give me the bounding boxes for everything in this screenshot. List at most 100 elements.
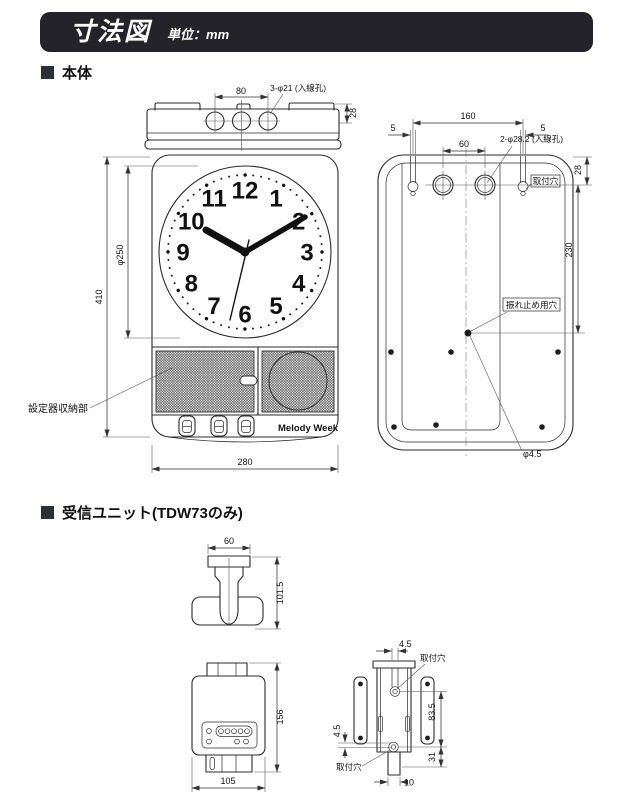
recv-terminal (206, 738, 212, 745)
section-heading-receiver: 受信ユニット(TDW73のみ) (41, 502, 243, 523)
setting-box-label-text: 設定器収納部 (28, 402, 88, 415)
brand-text: Melody Week (278, 423, 339, 434)
recv-terminal (234, 738, 240, 745)
dim-text-45-top: 4.5 (399, 639, 412, 649)
clock-number: 6 (238, 301, 251, 328)
dim-top-offset-28: 28 (573, 156, 592, 186)
unit-label: 単位：mm (167, 27, 230, 42)
dim-recv-width-105: 105 (191, 757, 266, 792)
dim-mount-pitch-160: 160 (412, 111, 524, 154)
clock-number: 7 (207, 293, 220, 320)
clock-number: 5 (269, 293, 282, 320)
dim-slot-bottom-45: 4.5 (332, 725, 391, 758)
dim-text-160: 160 (460, 111, 475, 121)
rear-screw-hole (555, 349, 561, 355)
body-rear-view: 160 5 5 60 2-φ28.2 (入線孔) (377, 111, 592, 459)
dim-sway-hole-45: φ4.5 (469, 335, 541, 459)
dim-recv-depth-1015: 101.5 (252, 556, 285, 630)
dim-recv-width-60: 60 (207, 536, 251, 554)
top-view-body (146, 108, 340, 141)
recv-terminal-panel (201, 721, 258, 749)
dim-recv-height-156: 156 (249, 662, 285, 773)
button-2 (210, 415, 228, 437)
hole-center-lines (203, 100, 280, 151)
rear-hole-center-lines (425, 171, 592, 200)
receiver-front-view: 156 105 (191, 662, 285, 792)
dim-center-offset-230: 230 (564, 184, 581, 334)
button-1 (178, 415, 196, 437)
recv-keyhole-bottom (388, 741, 399, 753)
recv-front-body (191, 675, 266, 756)
label-mount-hole-bottom: 取付穴 (336, 749, 391, 772)
dim-text-230: 230 (564, 242, 574, 257)
speaker-cone-outline (268, 351, 328, 411)
dim-inlet-pitch-60: 60 (442, 139, 486, 168)
clock-number: 1 (269, 186, 282, 213)
clock-number: 10 (178, 208, 205, 235)
clock-number: 9 (176, 239, 189, 266)
section-heading-body: 本体 (41, 62, 92, 83)
dim-text-105: 105 (220, 776, 235, 786)
title-bar: 寸法図 単位：mm (40, 12, 593, 52)
mount-hole-top-label-text: 取付穴 (420, 653, 446, 663)
speaker-panel-frame (151, 346, 339, 416)
label-mount-hole-rear: 取付穴 (525, 174, 561, 190)
sway-hole-label-box (502, 297, 561, 312)
page-title: 寸法図 (70, 18, 152, 46)
rear-keyhole-left (407, 156, 419, 197)
body-front-view: 410 φ250 12 1 2 3 4 5 6 7 8 9 10 (28, 154, 339, 473)
dim-text-28: 28 (348, 108, 358, 118)
rear-keyhole-right (517, 156, 529, 197)
recv-top-flange (206, 662, 248, 677)
speaker-grille-left (155, 350, 255, 413)
top-view-outline (154, 102, 335, 111)
label-mount-hole-top: 取付穴 (396, 653, 446, 690)
dim-text-5-left: 5 (390, 123, 395, 133)
dim-text-80: 80 (236, 86, 246, 96)
dim-text-60-recv: 60 (224, 536, 234, 546)
dim-text-835: 83.5 (427, 703, 437, 721)
dim-text-phi250: φ250 (115, 245, 125, 266)
recv-bracket-cap (372, 660, 416, 669)
dim-dial-250: φ250 (115, 165, 198, 339)
label-sway-hole: 振れ止め用穴 (470, 297, 561, 332)
front-body-outline (151, 154, 339, 438)
setting-window (239, 375, 258, 386)
dim-hole-pitch-80: 80 (214, 86, 269, 111)
label-setting-box: 設定器収納部 (28, 367, 173, 415)
dim-stem-width-10: 10 (374, 777, 414, 788)
recv-rail-slot (378, 715, 383, 733)
dim-slot-top-45: 4.5 (376, 639, 412, 660)
dim-height-410: 410 (94, 156, 150, 438)
recv-bracket-rails-outer (376, 667, 412, 753)
dim-text-10: 10 (404, 778, 414, 788)
recv-bracket-rails-inner (380, 668, 408, 752)
rear-inner-outline (385, 162, 566, 443)
label-inlet-holes-top: 3-φ21 (入線孔) (269, 83, 326, 115)
hour-hand (202, 226, 249, 256)
top-view-bottom-band (144, 139, 342, 150)
dim-slot-left-5: 5 (388, 123, 416, 155)
section-marker-icon (41, 66, 54, 79)
recv-terminal (206, 728, 212, 734)
rear-screw-hole (448, 349, 454, 355)
button-3 (237, 415, 255, 437)
recv-side-ear-right (420, 676, 435, 745)
rear-body-outline (377, 154, 574, 451)
section-marker-icon (41, 506, 54, 519)
dim-slot-right-5: 5 (520, 123, 548, 155)
recv-side-ear-left (353, 676, 368, 745)
dim-text-60: 60 (459, 139, 469, 149)
inlet-label-text: 3-φ21 (入線孔) (270, 83, 326, 93)
hour-dots (166, 173, 324, 331)
rear-screw-hole (391, 424, 397, 430)
mount-hole-label-box (530, 174, 561, 188)
rear-screw-hole (388, 349, 394, 355)
mount-hole-bottom-label-text: 取付穴 (336, 762, 362, 772)
clock-number: 8 (185, 270, 198, 297)
front-buttons (178, 415, 255, 437)
dim-text-1015: 101.5 (275, 582, 285, 605)
dim-text-410: 410 (94, 289, 104, 304)
section-heading-body-label: 本体 (62, 65, 93, 82)
